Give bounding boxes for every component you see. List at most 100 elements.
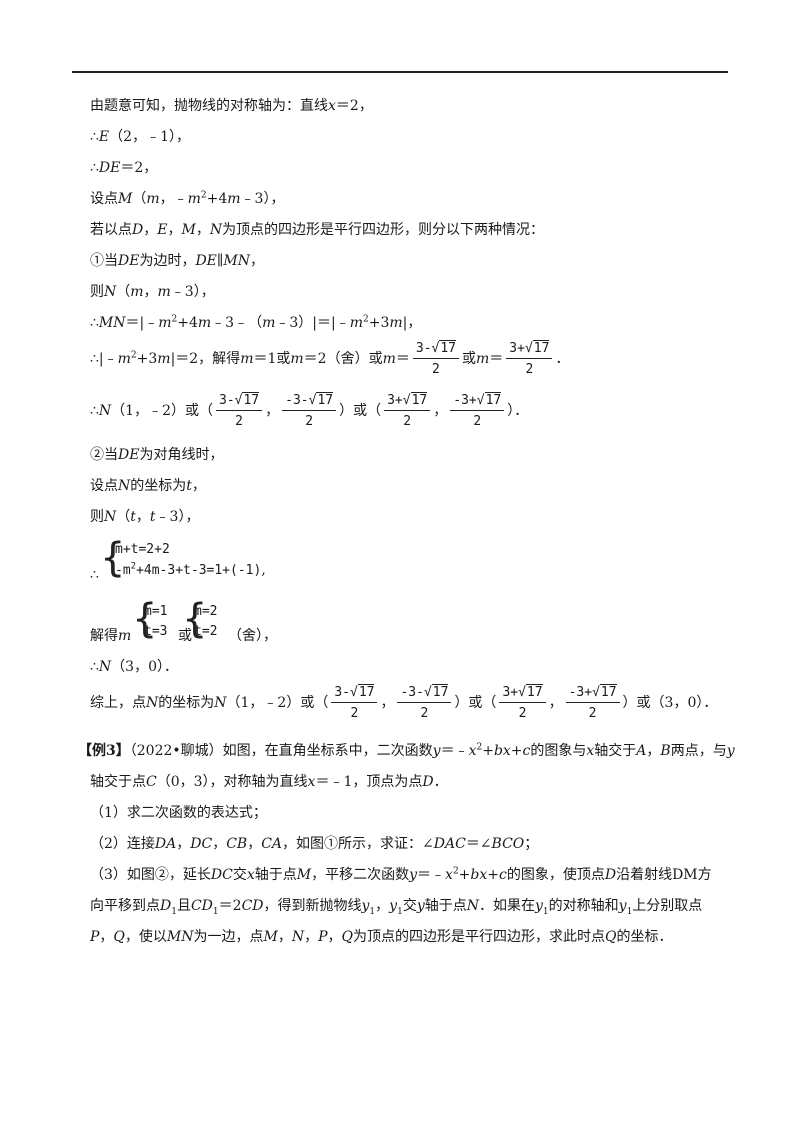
text: +3: [136, 351, 158, 367]
exponent: 2: [476, 742, 483, 753]
case-two-heading: ②当DE为对角线时，: [90, 446, 223, 464]
text: ＝2，: [120, 160, 158, 176]
text: ＝﹣: [417, 867, 446, 883]
var: Q: [113, 929, 125, 945]
text: （3，0）．: [111, 659, 178, 675]
text: ①当: [90, 253, 118, 269]
text: ，: [191, 478, 206, 494]
text: ，: [548, 695, 563, 711]
text: 设点: [90, 478, 118, 494]
var: x: [328, 98, 336, 114]
text: ．: [433, 774, 448, 790]
solution-line-set-t: 设点N的坐标为t，: [90, 477, 206, 495]
text: ，: [195, 222, 210, 238]
therefore-symbol: ∴: [90, 315, 99, 331]
text: （1，﹣2）或（: [111, 403, 213, 419]
text: 两点，与: [670, 743, 727, 759]
text: ，: [99, 929, 114, 945]
var: m: [262, 315, 276, 331]
solution-line-set-m: 设点M（m，﹣m2+4m﹣3），: [90, 190, 284, 208]
text: ，: [167, 222, 182, 238]
var: N: [104, 284, 117, 300]
text: ，: [375, 898, 390, 914]
equation-row-2: -m2+4m-3+t-3=1+(-1),: [115, 560, 266, 581]
numerator: -3-: [285, 393, 309, 408]
text: ，: [304, 929, 319, 945]
var: Q: [341, 929, 353, 945]
text: ②当: [90, 447, 118, 463]
equation-system: m+t=2+2 -m2+4m-3+t-3=1+(-1),: [115, 540, 266, 581]
text: 设点: [90, 191, 118, 207]
var: D: [160, 898, 172, 914]
var: N: [98, 403, 112, 419]
var: Q: [605, 929, 617, 945]
subscript: 1: [171, 906, 177, 917]
text: +4m-3+t-3=1+(-1): [136, 563, 262, 578]
solution-system-2: m=2 t=2: [194, 602, 217, 642]
radicand: 17: [410, 392, 428, 408]
equation-row-1: m=1: [144, 604, 168, 619]
var: m: [130, 284, 144, 300]
text: 轴交于: [594, 743, 637, 759]
var: E: [98, 129, 110, 145]
text: 且: [176, 898, 191, 914]
var: m: [476, 351, 490, 367]
var: m: [240, 351, 254, 367]
text: 轴于点: [254, 867, 297, 883]
text: ，: [176, 836, 191, 852]
text: ，: [265, 403, 280, 419]
text: （: [132, 191, 147, 207]
rejected-note: （舍），: [228, 627, 277, 645]
var: m: [290, 351, 304, 367]
subscript: 1: [212, 906, 219, 917]
var: DE: [118, 253, 140, 269]
var: CD: [190, 898, 213, 914]
solution-line-axis: 由题意可知，抛物线的对称轴为：直线x＝2，: [90, 97, 373, 115]
var: y: [726, 743, 735, 759]
text: （1）求二次函数的表达式；: [90, 805, 267, 821]
var: t: [186, 478, 192, 494]
text: +: [487, 867, 499, 883]
text: 方: [697, 867, 712, 883]
var: BCO: [491, 836, 525, 852]
text: +4: [177, 315, 198, 331]
solution-line-n-3-0: ∴N（3，0）．: [90, 658, 178, 676]
text: -m: [115, 563, 131, 578]
text: 为边时，: [139, 253, 196, 269]
var: y: [534, 898, 543, 914]
text: 为一边，点: [193, 929, 264, 945]
denominator: 2: [420, 706, 429, 721]
var: m: [146, 191, 160, 207]
var: x: [307, 774, 316, 790]
var: t: [149, 509, 156, 525]
var: D: [132, 222, 144, 238]
var: y: [409, 867, 418, 883]
text: ，: [249, 253, 264, 269]
radicand: 17: [431, 684, 449, 700]
var: A: [636, 743, 647, 759]
case-one-heading: ①当DE为边时，DE∥MN，: [90, 252, 264, 270]
question-3-line-3: P，Q，使以MN为一边，点M，N，P，Q为顶点的四边形是平行四边形，求此时点Q的…: [90, 928, 672, 946]
solution-line-mn-length: ∴MN＝|﹣m2+4m﹣3﹣（m﹣3）|＝|﹣m2+3m|，: [90, 314, 421, 332]
text: |，: [402, 315, 422, 331]
text: （1，﹣2）或（: [226, 695, 329, 711]
therefore-symbol: ∴: [90, 567, 99, 583]
equation-row-1: m=2: [194, 604, 218, 619]
var: x: [445, 867, 453, 883]
var: bx: [493, 743, 511, 759]
text: 为顶点的四边形是平行四边形，求此时点: [353, 929, 605, 945]
question-3-line-1: （3）如图②，延长DC交x轴于点M，平移二次函数y＝﹣x2+bx+c的图象，使顶…: [90, 866, 712, 884]
text: 如图，在直角坐标系中，二次函数: [222, 743, 433, 759]
text: 解得: [90, 628, 118, 644]
text: （: [116, 284, 131, 300]
text: ∴|﹣: [90, 351, 118, 367]
exponent: 2: [200, 190, 207, 201]
numerator: 3-: [334, 685, 350, 700]
var: DC: [190, 836, 213, 852]
